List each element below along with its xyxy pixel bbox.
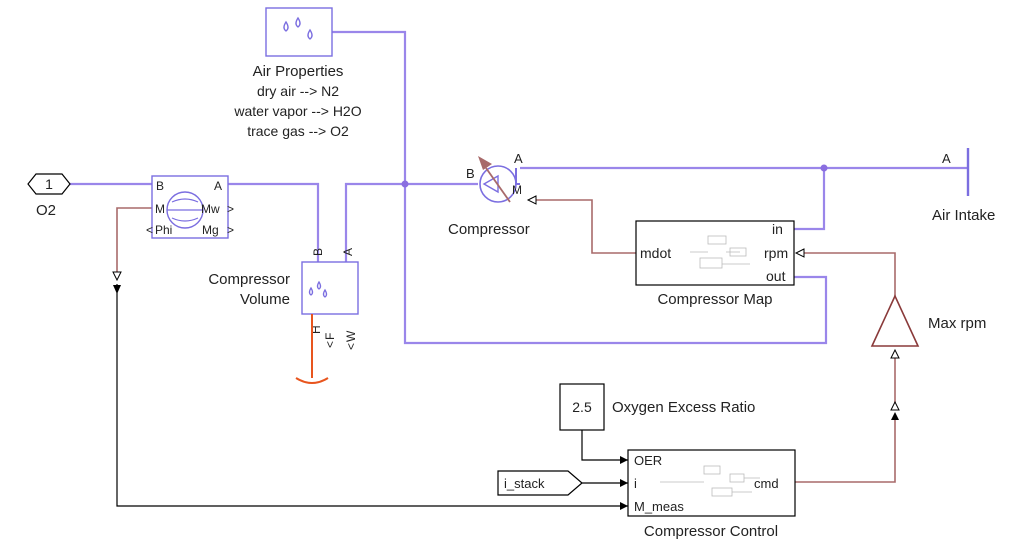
port-label: A bbox=[942, 151, 951, 166]
port-label: B bbox=[466, 166, 475, 181]
svg-text:>: > bbox=[227, 202, 234, 216]
port-label: B bbox=[156, 179, 164, 193]
svg-text:<: < bbox=[323, 341, 337, 348]
arrow-open bbox=[794, 248, 805, 258]
compressor-control-name: Compressor Control bbox=[644, 523, 778, 540]
port-label: OER bbox=[634, 453, 662, 468]
arrow-open bbox=[112, 271, 122, 282]
port-label: out bbox=[766, 268, 786, 284]
ground-icon bbox=[295, 377, 329, 384]
inport-o2[interactable]: 1 O2 bbox=[27, 173, 71, 219]
volume-name: Volume bbox=[240, 291, 290, 308]
droplets-icon bbox=[283, 16, 313, 40]
air-properties-title: Air Properties bbox=[253, 63, 344, 80]
arrow-filled bbox=[620, 502, 628, 510]
arrow-open bbox=[890, 348, 900, 359]
svg-text:<: < bbox=[146, 223, 153, 237]
i-stack-goto-block[interactable]: i_stack bbox=[497, 470, 583, 496]
subsystem-preview-icon bbox=[690, 235, 750, 269]
port-label: F bbox=[323, 333, 337, 340]
port-label: M bbox=[155, 202, 165, 216]
inport-number: 1 bbox=[45, 176, 53, 192]
air-properties-line: water vapor --> H2O bbox=[233, 103, 361, 119]
compressor-map-block[interactable]: mdot in rpm out Compressor Map bbox=[635, 220, 795, 308]
line-max-rpm-to-map[interactable] bbox=[804, 252, 896, 296]
port-label: rpm bbox=[764, 245, 788, 261]
signal-lines bbox=[112, 195, 900, 510]
compressor-control-block[interactable]: OER i M_meas cmd Compressor Control bbox=[627, 449, 796, 540]
port-label: i bbox=[634, 476, 637, 491]
port-label: A bbox=[214, 179, 222, 193]
inport-name: O2 bbox=[36, 202, 56, 219]
junction-dot bbox=[820, 164, 828, 172]
thermal-reference[interactable] bbox=[295, 314, 329, 384]
line-oer[interactable] bbox=[581, 430, 628, 461]
port-label: in bbox=[772, 221, 783, 237]
port-label: H bbox=[309, 325, 323, 334]
max-rpm-name: Max rpm bbox=[928, 315, 986, 332]
air-intake-name: Air Intake bbox=[932, 207, 995, 224]
subsystem-preview-icon bbox=[660, 465, 760, 497]
svg-text:>: > bbox=[227, 223, 234, 237]
arrow-filled bbox=[620, 479, 628, 487]
line-cmd[interactable] bbox=[795, 420, 896, 483]
port-label: B bbox=[311, 248, 325, 256]
port-label: M_meas bbox=[634, 499, 684, 514]
max-rpm-gain-block[interactable]: Max rpm bbox=[870, 294, 986, 347]
compressor-block[interactable]: A B M Compressor bbox=[448, 151, 530, 238]
line-map-in[interactable] bbox=[794, 168, 826, 231]
port-label: A bbox=[514, 151, 523, 166]
port-label: cmd bbox=[754, 476, 779, 491]
arrow-filled bbox=[620, 456, 628, 464]
line-mdot[interactable] bbox=[536, 199, 636, 254]
port-label: A bbox=[341, 248, 355, 256]
port-label: M bbox=[512, 183, 522, 197]
arrow-open bbox=[526, 195, 537, 205]
constant-value: 2.5 bbox=[572, 399, 592, 415]
air-properties-line: dry air --> N2 bbox=[257, 83, 339, 99]
i-stack-label: i_stack bbox=[504, 476, 545, 491]
air-intake-block[interactable]: A Air Intake bbox=[932, 148, 995, 224]
arrow-filled bbox=[113, 285, 121, 294]
constant-block[interactable]: 2.5 Oxygen Excess Ratio bbox=[559, 383, 755, 431]
compressor-map-name: Compressor Map bbox=[657, 291, 772, 308]
line-sensor-m[interactable] bbox=[116, 207, 152, 272]
port-label: Mg bbox=[202, 223, 219, 237]
gain-icon bbox=[870, 294, 920, 347]
air-properties-line: trace gas --> O2 bbox=[247, 123, 349, 139]
port-label: Mw bbox=[201, 202, 220, 216]
arrow-icon bbox=[478, 156, 492, 170]
compressor-volume-block[interactable]: B A H < F < W Compressor Volume bbox=[208, 248, 359, 350]
constant-label: Oxygen Excess Ratio bbox=[612, 399, 755, 416]
arrow-filled bbox=[891, 412, 899, 420]
port-label: mdot bbox=[640, 245, 671, 261]
line-air-properties[interactable] bbox=[332, 30, 828, 345]
flow-sensor-block[interactable]: B A M Mw Phi Mg < > > bbox=[146, 175, 234, 239]
compressor-name: Compressor bbox=[448, 221, 530, 238]
line-m-meas[interactable] bbox=[116, 284, 628, 507]
arrow-open bbox=[890, 400, 900, 411]
port-label: Phi bbox=[155, 223, 172, 237]
svg-text:<: < bbox=[344, 343, 358, 350]
junction-dot bbox=[401, 180, 409, 188]
port-label: W bbox=[344, 330, 358, 342]
line-volume-to-compressor[interactable] bbox=[344, 182, 478, 262]
line-sensor-to-volume[interactable] bbox=[228, 182, 320, 262]
air-properties-block[interactable]: Air Properties dry air --> N2 water vapo… bbox=[233, 7, 362, 139]
volume-name: Compressor bbox=[208, 271, 290, 288]
physical-lines bbox=[70, 30, 968, 345]
droplets-icon bbox=[308, 280, 328, 298]
